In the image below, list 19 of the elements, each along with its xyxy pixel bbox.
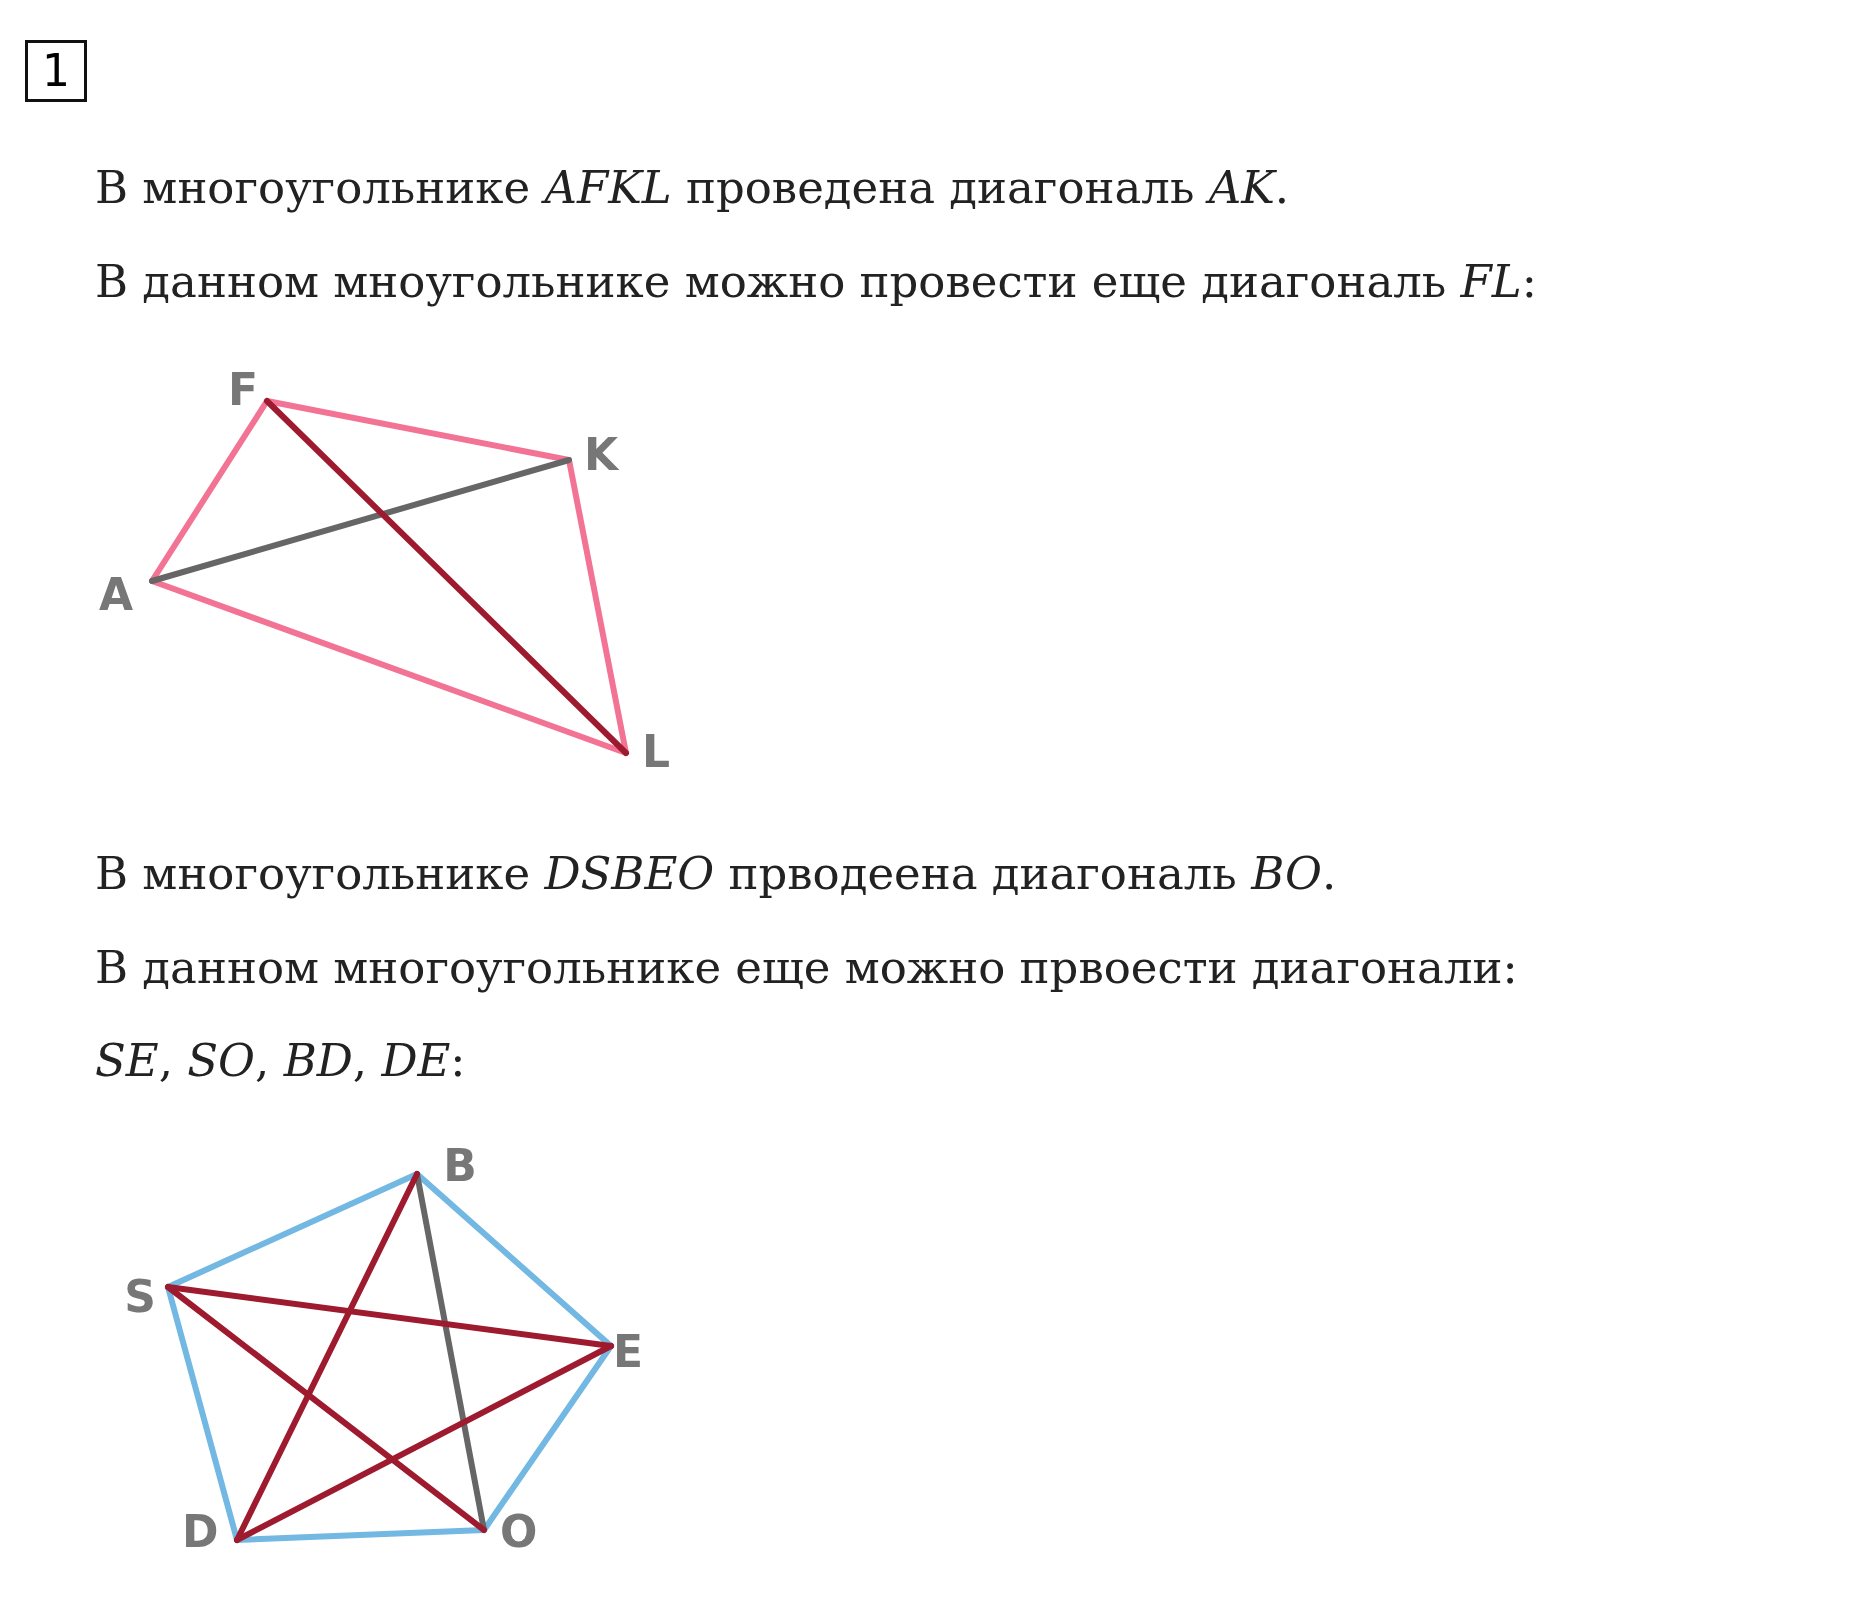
vertex-label: S xyxy=(122,1274,158,1320)
vertex-label: A xyxy=(98,572,134,618)
statement-text: В многоугольнике DSBEO прводеена диагональ BO. xyxy=(95,846,1337,902)
vertex-label: D xyxy=(182,1509,218,1555)
problem-number: 1 xyxy=(25,40,87,102)
vertex-label: O xyxy=(500,1509,536,1555)
vertex-label: B xyxy=(442,1143,478,1189)
vertex-label: L xyxy=(638,729,674,775)
line-segment xyxy=(165,1284,487,1533)
vertex-label: F xyxy=(225,367,261,413)
line-segment xyxy=(264,398,629,756)
vertex-label: K xyxy=(583,432,619,478)
statement-text: SE, SO, BD, DE: xyxy=(95,1033,466,1089)
statement-text: В данном многоугольнике еще можно првоести диагонали: xyxy=(95,940,1518,996)
statement-text: В многоугольнике AFKL проведена диагональ AK. xyxy=(95,160,1290,216)
line-segment xyxy=(234,1343,614,1543)
statement-text: В данном мноугольнике можно провести еще диагональ FL: xyxy=(95,254,1537,310)
vertex-label: E xyxy=(610,1329,646,1375)
line-segment xyxy=(149,457,572,584)
